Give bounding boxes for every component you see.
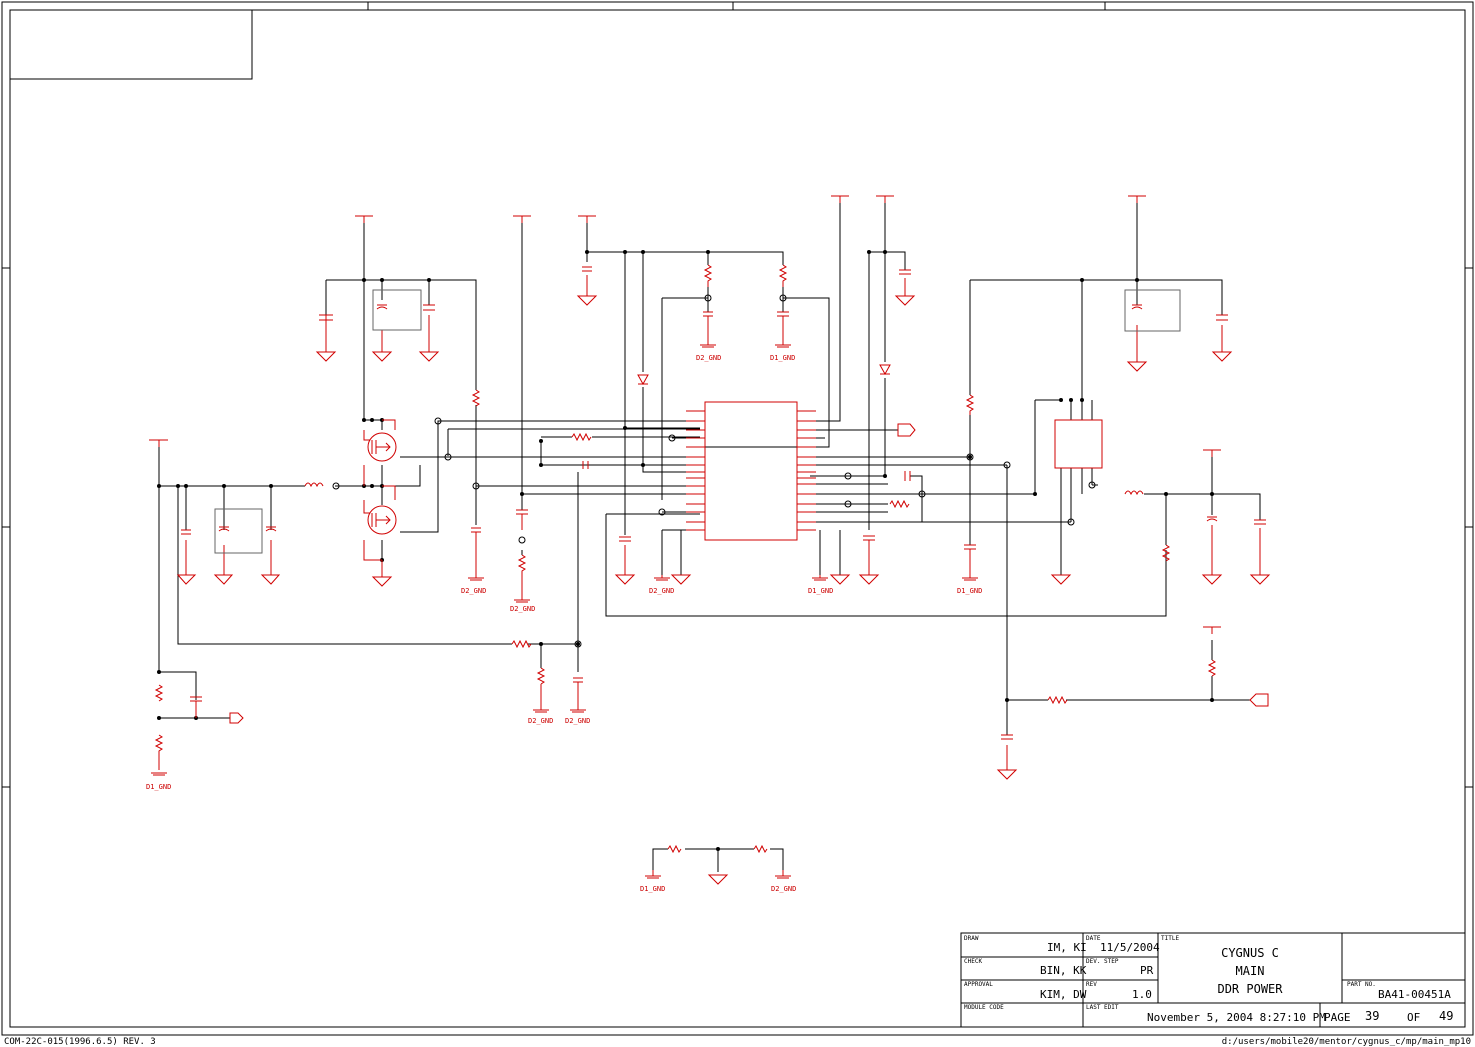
signal-ground-bars (151, 344, 978, 879)
ground-symbols (176, 275, 1271, 885)
file-path: d:/users/mobile20/mentor/cygnus_c/mp/mai… (1222, 1037, 1471, 1047)
ic-pins (686, 410, 816, 531)
rev-label: REV (1086, 981, 1097, 988)
page-label: PAGE (1324, 1011, 1351, 1024)
part-no-label: PART NO. (1347, 981, 1376, 988)
rev-value: 1.0 (1132, 988, 1152, 1001)
approval-value: KIM, DW (1040, 988, 1087, 1001)
page-total: 49 (1439, 1009, 1453, 1023)
d1-gnd-label: D1_GND (808, 587, 833, 595)
draw-label: DRAW (964, 935, 979, 942)
d2-gnd-label: D2_GND (528, 717, 553, 725)
module-outlines (214, 289, 1181, 554)
power-rail-symbols (149, 195, 1221, 634)
d2-gnd-label: D2_GND (771, 885, 796, 893)
title-label: TITLE (1161, 935, 1179, 942)
mosfet-package (1054, 419, 1103, 469)
page-value: 39 (1365, 1009, 1379, 1023)
controller-ic (704, 401, 798, 541)
d2-gnd-label: D2_GND (565, 717, 590, 725)
check-label: CHECK (964, 958, 982, 965)
title-line2: MAIN (1236, 964, 1265, 978)
resistor-symbols (154, 264, 1217, 854)
inductor-symbols (304, 482, 1144, 496)
page-of-label: OF (1407, 1011, 1420, 1024)
d1-gnd-label: D1_GND (146, 783, 171, 791)
d1-gnd-label: D1_GND (640, 885, 665, 893)
d1-gnd-label: D1_GND (957, 587, 982, 595)
last-edit-value: November 5, 2004 8:27:10 PM (1147, 1011, 1326, 1024)
date-label: DATE (1086, 935, 1101, 942)
module-code-label: MODULE CODE (964, 1004, 1004, 1011)
offpage-connectors (229, 423, 1269, 724)
title-line1: CYGNUS C (1221, 946, 1279, 960)
date-value: 11/5/2004 (1100, 941, 1160, 954)
polarized-capacitor-symbols (218, 304, 1218, 532)
diode-symbols (637, 364, 891, 386)
ground-label-texts: D2_GND D2_GND D2_GND D2_GND D2_GND D2_GN… (146, 354, 982, 893)
dev-step-label: DEV. STEP (1086, 958, 1119, 965)
form-code: COM-22C-015(1996.6.5) REV. 3 (4, 1037, 156, 1047)
capacitor-symbols (181, 266, 1266, 740)
wiring (157, 196, 1261, 872)
components (149, 195, 1271, 885)
draw-value: IM, KI (1047, 941, 1087, 954)
check-value: BIN, KK (1040, 964, 1087, 977)
d1-gnd-label: D1_GND (770, 354, 795, 362)
d2-gnd-label: D2_GND (696, 354, 721, 362)
part-no-value: BA41-00451A (1378, 988, 1451, 1001)
last-edit-label: LAST EDIT (1086, 1004, 1119, 1011)
approval-label: APPROVAL (964, 981, 993, 988)
d2-gnd-label: D2_GND (461, 587, 486, 595)
d2-gnd-label: D2_GND (649, 587, 674, 595)
dev-step-value: PR (1140, 964, 1154, 977)
title-block: DRAW IM, KI DATE 11/5/2004 TITLE CYGNUS … (960, 932, 1466, 1028)
d2-gnd-label: D2_GND (510, 605, 535, 613)
title-line3: DDR POWER (1217, 982, 1283, 996)
mosfet-symbols (363, 419, 397, 561)
revision-box (9, 9, 253, 80)
